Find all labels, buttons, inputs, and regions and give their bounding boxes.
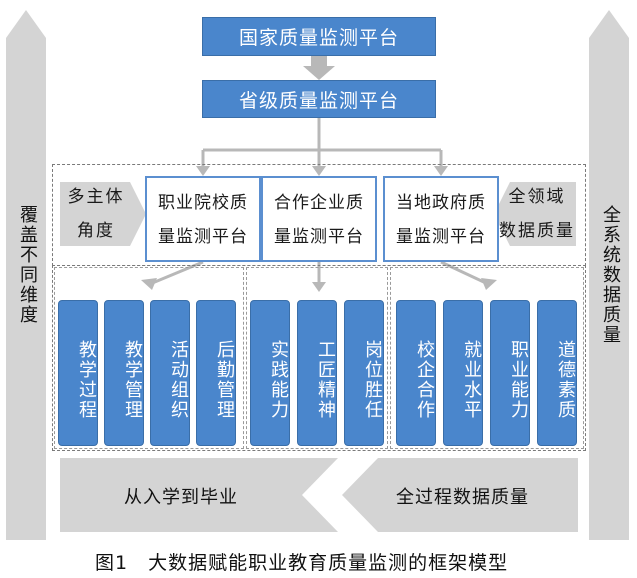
indicator-school-enterprise-cooperation: 校企合作 xyxy=(396,300,436,446)
indicators-container xyxy=(52,265,586,451)
right-side-arrow xyxy=(589,10,629,540)
partner-enterprise-line1: 合作企业质 xyxy=(274,193,364,213)
right-side-text: 全系统数据质量 xyxy=(600,205,621,345)
left-side-arrow xyxy=(6,10,46,540)
local-government-platform: 当地政府质 量监测平台 xyxy=(383,176,499,262)
bottom-right-arrow xyxy=(342,458,578,532)
all-domain-line2: 数据质量 xyxy=(499,221,575,241)
right-chevron-arrow xyxy=(494,182,576,246)
down-arrow-top xyxy=(303,56,335,80)
multi-subject-label: 多主体 角度 xyxy=(60,180,132,248)
group-connector-heads xyxy=(141,278,497,292)
vocational-college-platform: 职业院校质 量监测平台 xyxy=(145,176,261,262)
partner-enterprise-line2: 量监测平台 xyxy=(274,227,364,247)
local-government-line1: 当地政府质 xyxy=(396,193,486,213)
bottom-left-arrow xyxy=(60,458,338,532)
multi-subject-line1: 多主体 xyxy=(67,187,125,207)
vocational-college-line1: 职业院校质 xyxy=(158,193,248,213)
college-indicator-group xyxy=(54,267,244,449)
figure-caption: 图1 大数据赋能职业教育质量监测的框架模型 xyxy=(95,552,509,574)
national-platform-box: 国家质量监测平台 xyxy=(202,17,436,56)
indicator-teaching-process: 教学过程 xyxy=(58,300,98,446)
all-domain-label: 全领域 数据质量 xyxy=(496,180,578,248)
partner-enterprise-platform: 合作企业质 量监测平台 xyxy=(261,176,377,262)
platform-connector-heads xyxy=(196,166,448,176)
indicator-activity-organization: 活动组织 xyxy=(150,300,190,446)
indicator-job-competence: 岗位胜任 xyxy=(344,300,384,446)
platform-connectors xyxy=(201,118,443,168)
left-side-text: 覆盖不同维度 xyxy=(17,205,38,325)
enterprise-indicator-group xyxy=(246,267,388,449)
indicator-logistics-management: 后勤管理 xyxy=(196,300,236,446)
indicator-teaching-management: 教学管理 xyxy=(104,300,144,446)
indicator-practical-ability: 实践能力 xyxy=(250,300,290,446)
multi-subject-line2: 角度 xyxy=(77,221,115,241)
local-government-line2: 量监测平台 xyxy=(396,227,486,247)
government-indicator-group xyxy=(390,267,584,449)
indicator-craftsman-spirit: 工匠精神 xyxy=(297,300,337,446)
indicator-employment-level: 就业水平 xyxy=(443,300,483,446)
enrollment-to-graduation-text: 从入学到毕业 xyxy=(124,487,238,508)
vocational-college-line2: 量监测平台 xyxy=(158,227,248,247)
left-chevron-arrow xyxy=(60,182,146,246)
provincial-platform-box: 省级质量监测平台 xyxy=(202,80,436,118)
indicator-vocational-ability: 职业能力 xyxy=(490,300,530,446)
indicator-moral-quality: 道德素质 xyxy=(537,300,577,446)
all-domain-line1: 全领域 xyxy=(508,187,566,207)
whole-process-data-quality-text: 全过程数据质量 xyxy=(396,487,529,508)
